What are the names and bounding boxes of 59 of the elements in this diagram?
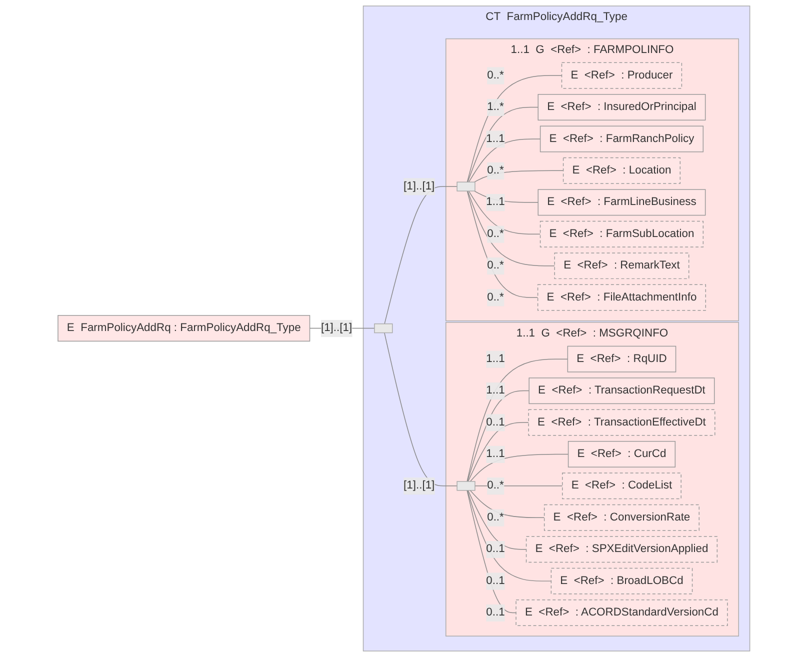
connector (467, 490, 552, 582)
edge-label: 0..1 (486, 416, 505, 428)
edge-label: 0..1 (486, 606, 505, 619)
node-box: E <Ref> : CurCd (568, 440, 676, 468)
node-box: E <Ref> : SPXEditVersionApplied (526, 536, 718, 563)
connector (468, 190, 541, 234)
node-box: E <Ref> : RemarkText (554, 252, 690, 280)
node-bar (456, 481, 476, 491)
connector (466, 75, 562, 182)
edge-label: 0..* (487, 68, 504, 82)
edge-label: 0..* (487, 258, 504, 272)
node-box: E <Ref> : TransactionRequestDt (528, 378, 715, 404)
connector (468, 422, 530, 482)
edge-label: 1..1 (486, 352, 505, 365)
node-box: E <Ref> : InsuredOrPrincipal (538, 94, 706, 120)
edge-label: 1..* (487, 100, 504, 114)
connector (467, 106, 539, 182)
node-box: E <Ref> : Location (563, 157, 681, 184)
connector (470, 454, 569, 482)
connector (384, 186, 458, 324)
node-box: E <Ref> : CodeList (562, 472, 682, 500)
node-bar (456, 182, 476, 192)
connector (467, 390, 530, 482)
edge-label: 1..1 (486, 384, 505, 397)
edge-label: 0..* (487, 164, 504, 176)
connector (468, 138, 541, 182)
edge-label: 1..1 (486, 195, 505, 208)
edge-label: [1]..[1] (321, 321, 352, 334)
edge-label: 0..* (487, 510, 504, 524)
node-box: E FarmPolicyAddRq : FarmPolicyAddRq_Type (58, 315, 310, 342)
connector (467, 190, 556, 266)
connector (384, 332, 458, 486)
connector (470, 490, 545, 518)
edge-label: 0..* (487, 290, 504, 304)
node-box: E <Ref> : ConversionRate (544, 504, 700, 531)
connector (466, 190, 538, 298)
node-box: E <Ref> : FarmRanchPolicy (540, 126, 704, 152)
connector (468, 490, 527, 550)
edge-label: 0..* (487, 479, 504, 492)
node-box: E <Ref> : RqUID (567, 346, 676, 372)
node-box: E <Ref> : TransactionEffectiveDt (528, 409, 716, 436)
node-box: E <Ref> : BroadLOBCd (550, 568, 693, 594)
node-box: E <Ref> : FileAttachmentInfo (538, 284, 706, 311)
edge-label: 0..1 (486, 542, 505, 556)
edge-label: [1]..[1] (404, 180, 435, 192)
edge-label: 1..1 (486, 447, 505, 460)
connector (466, 490, 517, 614)
node-box: E <Ref> : FarmLineBusiness (538, 189, 706, 216)
edge-label: [1]..[1] (404, 479, 435, 492)
edge-label: 0..1 (486, 574, 505, 587)
node-box: E <Ref> : ACORDStandardVersionCd (516, 600, 728, 626)
edge-label: 0..* (487, 227, 504, 240)
node-box: E <Ref> : FarmSubLocation (540, 220, 704, 248)
node-box: E <Ref> : Producer (562, 62, 682, 89)
edge-label: 1..1 (486, 132, 505, 145)
connector (466, 358, 568, 482)
node-bar (374, 323, 393, 334)
connector (474, 170, 564, 182)
connector (474, 190, 539, 203)
